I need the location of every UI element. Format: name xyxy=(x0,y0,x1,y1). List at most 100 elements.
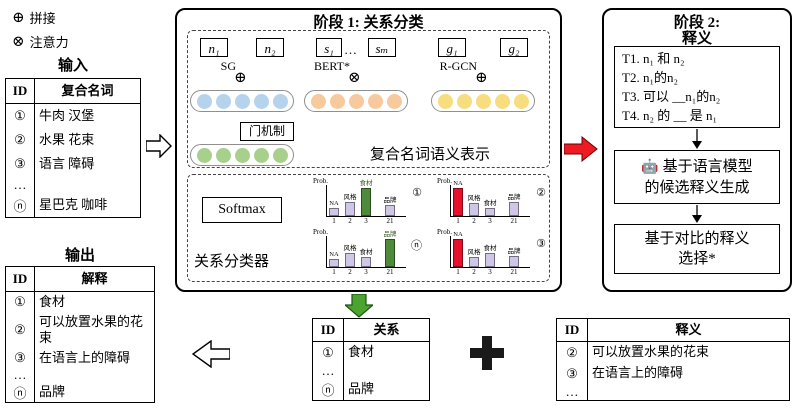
stage1-to-relation-arrow xyxy=(345,294,373,318)
prob-bar-label: 风格 xyxy=(343,193,357,201)
col-header-value: 释义 xyxy=(675,321,702,337)
prob-bar-label: 风格 xyxy=(343,244,357,252)
row-id: ② xyxy=(6,312,35,348)
prob-axis-label: Prob. xyxy=(313,228,328,236)
row-id: ① xyxy=(6,104,35,128)
table-header: ID 释义 xyxy=(557,319,789,342)
prob-bar-label: 品牌 xyxy=(383,230,397,238)
embedding-dot xyxy=(196,147,212,163)
g2-box: g₂ xyxy=(500,38,528,57)
templates-box: T1. n₁ 和 n₂ T2. n₁的n₂ T3. 可以 __n₁的n₂ T4.… xyxy=(614,46,780,128)
prob-bar xyxy=(469,257,479,267)
table-row: ② 水果 花束 xyxy=(6,128,140,152)
col-header-id: ID xyxy=(313,319,344,341)
prob-bar xyxy=(469,203,479,216)
table-row: ① 食材 xyxy=(313,342,429,363)
table-row: ① 牛肉 汉堡 xyxy=(6,104,140,128)
row-id: ① xyxy=(313,342,344,363)
prob-axis-label: Prob. xyxy=(437,228,452,236)
embedding-dot xyxy=(367,93,383,109)
row-id: ① xyxy=(6,292,35,312)
table-row: ③ 在语言上的障碍 xyxy=(6,348,154,368)
input-table: ID 复合名词 ① 牛肉 汉堡 ② 水果 花束 ③ 语言 障碍 … ⓝ 星巴克 … xyxy=(5,78,141,218)
row-id: … xyxy=(6,367,35,382)
row-value: 品牌 xyxy=(39,383,66,399)
relation-to-output-arrow xyxy=(192,340,230,368)
x-tick: 21 xyxy=(386,268,394,276)
x-tick: 3 xyxy=(364,217,368,225)
table-header: ID 解释 xyxy=(6,267,154,292)
row-value: 品牌 xyxy=(348,381,375,397)
x-tick: 2 xyxy=(472,217,476,225)
row-value: 牛肉 汉堡 xyxy=(39,107,95,123)
embedding-dot xyxy=(215,147,231,163)
x-tick: 3 xyxy=(488,217,492,225)
chart-item-id: ③ xyxy=(536,238,546,250)
x-tick: 3 xyxy=(488,268,492,276)
prob-bar xyxy=(485,253,495,267)
row-id: ③ xyxy=(6,348,35,368)
prob-bar-label: NA xyxy=(453,230,463,238)
s1-box: s₁ xyxy=(316,38,342,57)
chart-item-id: ① xyxy=(412,187,422,199)
row-id: ⓝ xyxy=(6,382,35,402)
prob-bar xyxy=(345,253,355,267)
row-value xyxy=(588,384,789,400)
prob-bar-label: NA xyxy=(329,250,339,258)
row-value xyxy=(35,368,154,382)
table-header: ID 复合名词 xyxy=(6,79,140,104)
prob-bar-label: 食材 xyxy=(359,248,373,256)
embedding-dot xyxy=(272,93,288,109)
x-tick: 21 xyxy=(510,268,518,276)
output-table: ID 解释 ① 食材 ② 可以放置水果的花束 ③ 在语言上的障碍 … ⓝ 品牌 xyxy=(5,266,155,403)
embedding-dot xyxy=(215,93,231,109)
x-tick: 2 xyxy=(348,268,352,276)
language-model-icon: 🤖 xyxy=(641,159,659,175)
row-value: 在语言上的障碍 xyxy=(39,349,131,365)
embedding-dot xyxy=(475,93,491,109)
x-tick: 2 xyxy=(472,268,476,276)
stage1-title: 阶段 1: 关系分类 xyxy=(313,15,424,31)
table-row: ② 可以放置水果的花束 xyxy=(557,342,789,363)
prob-bar-label: 食材 xyxy=(483,244,497,252)
g1-box: g₁ xyxy=(438,38,466,57)
row-value: 语言 障碍 xyxy=(39,155,95,171)
prob-bar xyxy=(329,259,339,267)
row-id: ⓝ xyxy=(6,193,35,217)
selection-label-line1: 基于对比的释义 xyxy=(644,231,750,247)
prob-bar xyxy=(385,205,395,216)
row-value xyxy=(35,176,140,193)
embedding-dot xyxy=(329,93,345,109)
embedding-dot xyxy=(253,147,269,163)
input-title: 输入 xyxy=(57,58,88,74)
semantic-representation-label: 复合名词语义表示 xyxy=(369,147,490,163)
softmax-box: Softmax xyxy=(202,197,282,223)
n2-box: n₂ xyxy=(256,38,284,57)
table-row: ⓝ 品牌 xyxy=(313,379,429,400)
table-header: ID 关系 xyxy=(313,319,429,342)
prob-bar-label: NA xyxy=(453,179,463,187)
embedding-dot xyxy=(348,93,364,109)
legend-attention: ⊗ 注意力 xyxy=(12,32,69,51)
prob-bar-label: 食材 xyxy=(359,179,373,187)
concat-icon: ⊕ xyxy=(234,70,247,86)
x-tick: 1 xyxy=(332,268,336,276)
row-value: 食材 xyxy=(39,293,66,309)
embedding-dot xyxy=(494,93,510,109)
n1-box: n₁ xyxy=(200,38,228,57)
prob-bar xyxy=(453,188,463,216)
col-header-id: ID xyxy=(6,267,35,291)
stage2-title-line1: 阶段 2: xyxy=(673,15,721,31)
generation-label-line2: 的候选释义生成 xyxy=(644,179,750,196)
x-tick: 21 xyxy=(510,217,518,225)
candidate-generation-box: 🤖 基于语言模型 的候选释义生成 xyxy=(614,150,780,204)
prob-bar xyxy=(345,202,355,216)
x-tick: 1 xyxy=(456,268,460,276)
embedding-dot xyxy=(234,93,250,109)
prob-bar xyxy=(509,256,519,267)
legend-concat-label: 拼接 xyxy=(29,11,56,26)
